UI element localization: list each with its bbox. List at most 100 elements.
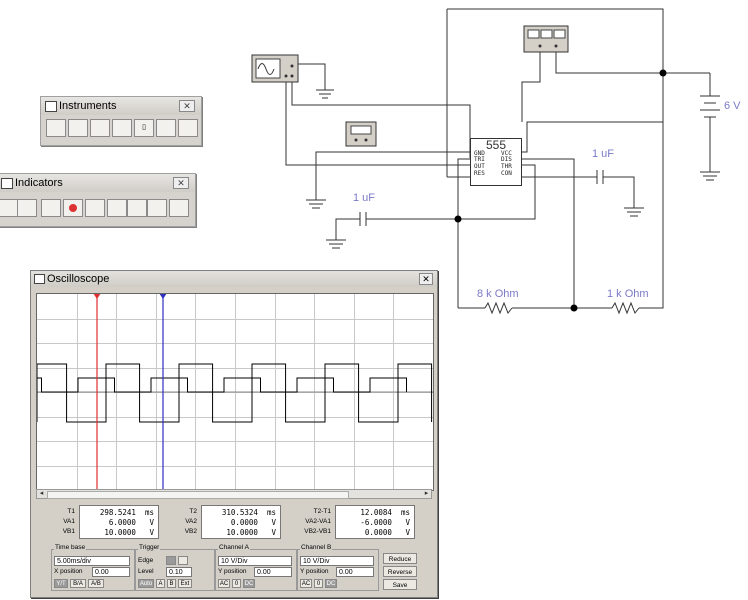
level-label: Level	[138, 568, 154, 575]
channel-b-scale-field[interactable]: 10 V/Div	[300, 556, 374, 566]
probe-tool-icon[interactable]	[41, 199, 61, 217]
cursor-1-handle-icon	[93, 293, 101, 299]
capacitor2-label: 1 uF	[592, 148, 615, 160]
channel-a-ypos-field[interactable]: 0.00	[254, 567, 292, 577]
t1-label: T1	[67, 508, 75, 515]
channel-a-dc-button[interactable]: DC	[243, 579, 255, 588]
t2-label: T2	[189, 508, 197, 515]
channel-b-ypos-field[interactable]: 0.00	[336, 567, 374, 577]
t2-readout: T2 VA2 VB2 310.5324 ms 0.0000 V 10.0000 …	[177, 505, 287, 545]
x-position-label: X position	[54, 568, 83, 575]
mode-ba-button[interactable]: B/A	[70, 579, 86, 588]
logic-analyzer-tool-icon[interactable]	[156, 119, 176, 137]
trigger-group: Trigger Edge Level 0.10 Auto A B Ext	[135, 544, 215, 591]
x-position-field[interactable]: 0.00	[92, 567, 130, 577]
vb-diff-value: 0.0000 V	[364, 528, 410, 537]
capacitor1-label: 1 uF	[353, 192, 376, 204]
multimeter-icon	[345, 121, 377, 147]
channel-b-group: Channel B 10 V/Div Y position 0.00 AC 0 …	[297, 544, 379, 591]
time-base-title: Time base	[54, 544, 87, 551]
scrollbar-thumb[interactable]	[47, 491, 349, 499]
close-icon[interactable]: ✕	[419, 273, 433, 285]
trigger-level-field[interactable]: 0.10	[166, 567, 192, 577]
vb1-label: VB1	[62, 528, 75, 535]
diff-label: T2-T1	[313, 508, 331, 515]
mode-ab-button[interactable]: A/B	[88, 579, 104, 588]
bargraph-tool-icon[interactable]	[147, 199, 167, 217]
trigger-ext-button[interactable]: Ext	[178, 579, 192, 588]
multimeter-tool-icon[interactable]	[46, 119, 66, 137]
oscilloscope-title: Oscilloscope	[47, 273, 110, 285]
pin-con: CON	[501, 170, 512, 177]
pin-res: RES	[474, 170, 485, 177]
edge-label: Edge	[138, 557, 154, 564]
channel-b-ypos-label: Y position	[300, 568, 329, 575]
channel-a-zero-button[interactable]: 0	[232, 579, 241, 588]
window-icon	[1, 178, 13, 189]
four-channel-scope-icon	[523, 25, 569, 53]
channel-a-ac-button[interactable]: AC	[218, 579, 230, 588]
channel-b-ac-button[interactable]: AC	[300, 579, 312, 588]
pin-gnd: GND	[474, 150, 485, 157]
oscilloscope-tool-icon[interactable]	[112, 119, 132, 137]
resistor2-label: 1 k Ohm	[607, 288, 649, 300]
scroll-right-icon[interactable]: ▸	[424, 490, 429, 497]
seven-segment-tool-icon[interactable]	[107, 199, 127, 217]
lamp-tool-icon[interactable]	[63, 199, 83, 217]
va1-label: VA1	[63, 518, 75, 525]
indicators-toolbar[interactable]: Indicators ✕	[0, 173, 196, 227]
trigger-b-button[interactable]: B	[167, 579, 176, 588]
vb1-value: 10.0000 V	[104, 528, 154, 537]
close-icon[interactable]: ✕	[179, 100, 195, 112]
t2-time: 310.5324 ms	[221, 508, 276, 517]
resistor1-label: 8 k Ohm	[477, 288, 519, 300]
vb2-value: 10.0000 V	[226, 528, 276, 537]
diff-readout: T2-T1 VA2-VA1 VB2-VB1 12.0084 ms -6.0000…	[299, 505, 429, 545]
t1-time: 298.5241 ms	[99, 508, 154, 517]
ic-555[interactable]: 555 GND TRI OUT RES VCC DIS THR CON	[470, 138, 522, 186]
cursor-2-handle-icon	[159, 293, 167, 299]
reverse-button[interactable]: Reverse	[383, 566, 417, 577]
indicators-title: Indicators	[15, 177, 63, 189]
mode-yt-button[interactable]: Y/T	[54, 579, 68, 588]
function-generator-icon	[251, 54, 299, 83]
channel-b-zero-button[interactable]: 0	[314, 579, 323, 588]
instruments-toolbar[interactable]: Instruments ✕ ▯	[40, 96, 202, 146]
window-icon	[45, 101, 57, 112]
diff-time: 12.0084 ms	[360, 508, 410, 517]
channel-a-group: Channel A 10 V/Div Y position 0.00 AC 0 …	[215, 544, 297, 591]
va2-value: 0.0000 V	[230, 518, 276, 527]
instruments-title: Instruments	[59, 100, 117, 112]
va1-value: 6.0000 V	[108, 518, 154, 527]
oscilloscope-titlebar[interactable]: Oscilloscope ✕	[31, 271, 437, 287]
time-base-field[interactable]: 5.00ms/div	[54, 556, 130, 566]
window-icon	[34, 274, 45, 284]
scroll-left-icon[interactable]: ◂	[39, 490, 44, 497]
battery-label: 6 V	[724, 100, 741, 112]
decoded-bargraph-tool-icon[interactable]	[169, 199, 189, 217]
channel-b-dc-button[interactable]: DC	[325, 579, 337, 588]
falling-edge-icon[interactable]	[178, 556, 188, 565]
hex-display-tool-icon[interactable]	[85, 199, 105, 217]
vb2-label: VB2	[184, 528, 197, 535]
time-base-group: Time base 5.00ms/div X position 0.00 Y/T…	[51, 544, 135, 591]
oscilloscope-window[interactable]: Oscilloscope ✕ ◂ ▸ T1 VA1 VB1 298.5241 ms…	[30, 270, 438, 598]
vb-diff-label: VB2-VB1	[304, 528, 331, 535]
trigger-auto-button[interactable]: Auto	[138, 579, 154, 588]
va2-label: VA2	[185, 518, 197, 525]
reduce-button[interactable]: Reduce	[383, 553, 417, 564]
rising-edge-icon[interactable]	[166, 556, 176, 565]
close-icon[interactable]: ✕	[173, 177, 189, 189]
trigger-a-button[interactable]: A	[156, 579, 165, 588]
function-generator-tool-icon[interactable]	[68, 119, 88, 137]
ammeter-tool-icon[interactable]	[17, 199, 37, 217]
buzzer-tool-icon[interactable]	[127, 199, 147, 217]
word-generator-tool-icon[interactable]: ▯	[134, 119, 154, 137]
channel-a-scale-field[interactable]: 10 V/Div	[218, 556, 292, 566]
logic-converter-tool-icon[interactable]	[178, 119, 198, 137]
channel-a-ypos-label: Y position	[218, 568, 247, 575]
scope-scrollbar[interactable]: ◂ ▸	[36, 489, 432, 499]
wattmeter-tool-icon[interactable]	[90, 119, 110, 137]
channel-b-title: Channel B	[300, 544, 333, 551]
save-button[interactable]: Save	[383, 579, 417, 590]
